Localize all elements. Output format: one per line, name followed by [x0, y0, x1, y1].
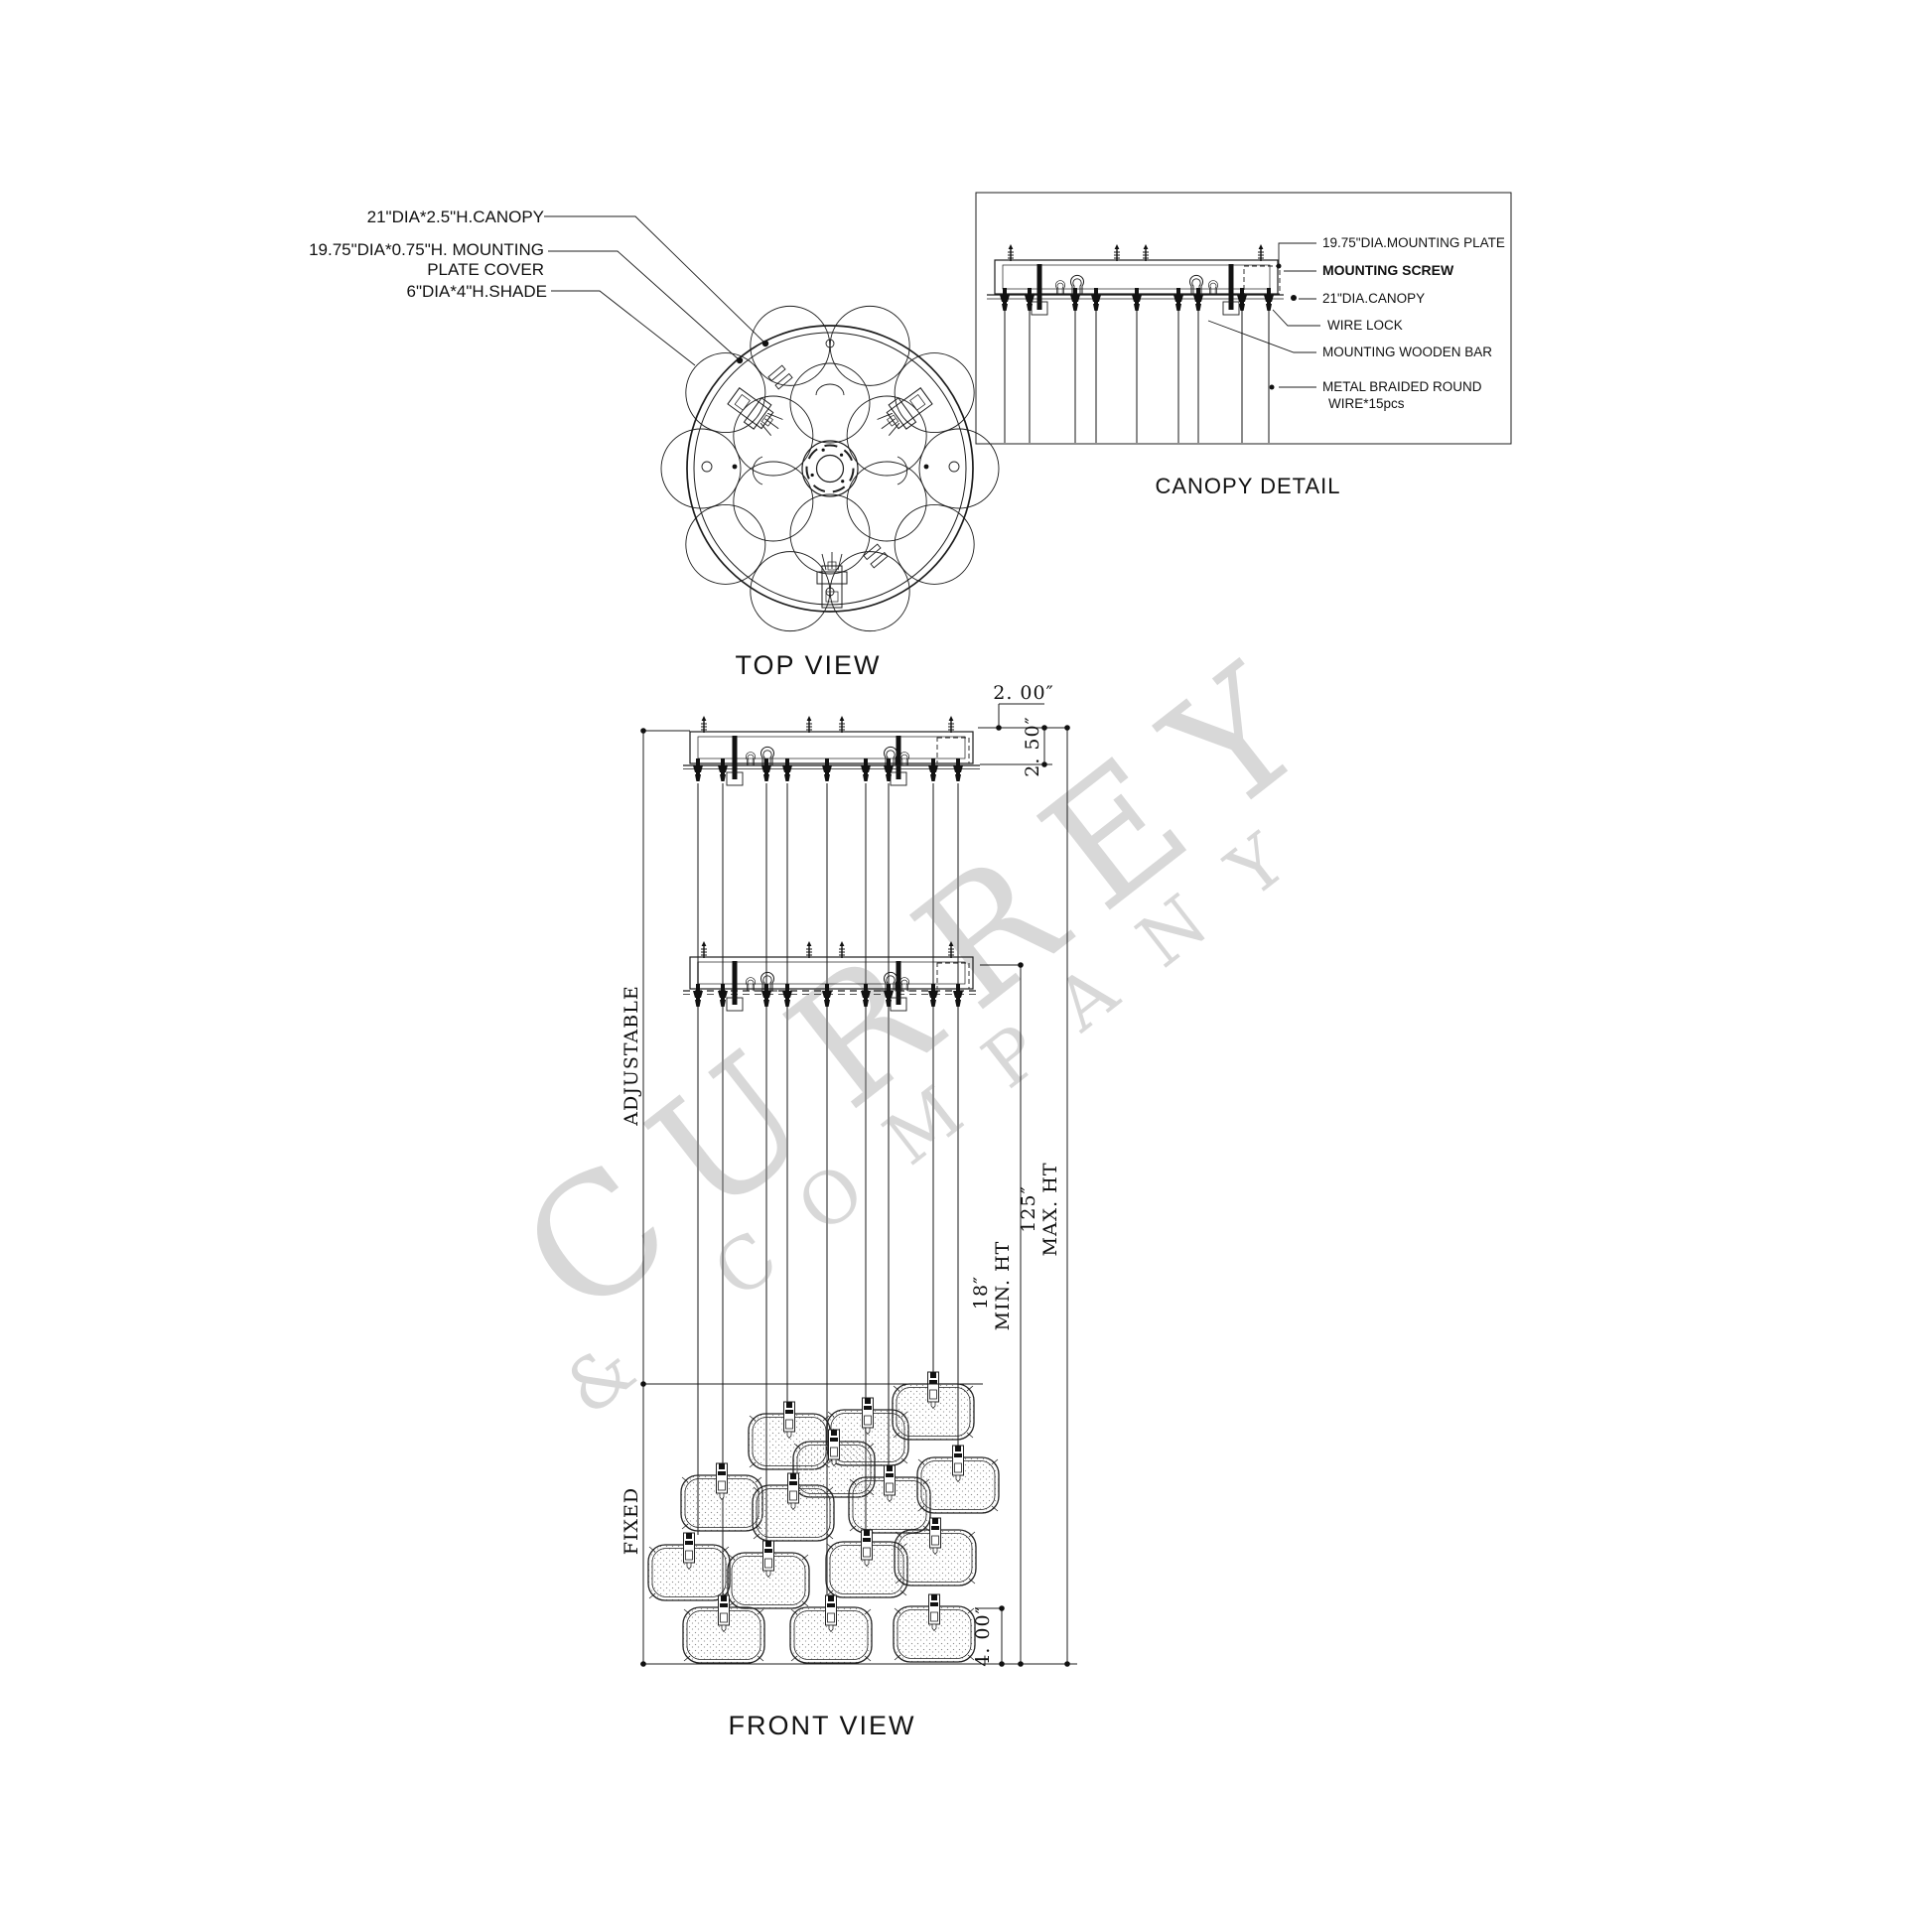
dim-fixed: FIXED [621, 1487, 642, 1555]
shade-circle [789, 493, 871, 575]
socket-assembly [816, 552, 848, 609]
shade-circle [733, 395, 814, 477]
dim-4-00: 4. 00″ [972, 1605, 994, 1666]
socket-assembly [877, 387, 933, 436]
label-wooden-bar: MOUNTING WOODEN BAR [1322, 345, 1492, 359]
wire-clip [767, 364, 793, 390]
shade-circle [750, 305, 831, 386]
label-mounting-plate-cover-1: 19.75"DIA*0.75"H. MOUNTING [309, 240, 544, 259]
canopy-bar [683, 715, 980, 786]
wire-clip [863, 543, 889, 569]
label-canopy-dia: 21"DIA.CANOPY [1322, 291, 1425, 306]
top-view-annotations: 21"DIA*2.5"H.CANOPY 19.75"DIA*0.75"H. MO… [309, 207, 881, 680]
shade-circle [660, 428, 742, 509]
label-mounting-plate: 19.75"DIA.MOUNTING PLATE [1322, 235, 1505, 250]
shade-circle [918, 428, 1000, 509]
canopy-bar-adjustable [683, 940, 980, 1012]
dim-max-value: 125″ [1018, 1185, 1039, 1232]
label-braided-wire-1: METAL BRAIDED ROUND [1322, 379, 1482, 394]
front-view-title: FRONT VIEW [728, 1711, 915, 1740]
socket-assembly [727, 387, 783, 436]
shade-circle [829, 305, 910, 386]
canopy-detail-title: CANOPY DETAIL [1155, 474, 1340, 498]
top-view-drawing [544, 215, 1000, 632]
dim-min-label: MIN. HT [992, 1241, 1014, 1331]
label-shade-size: 6"DIA*4"H.SHADE [406, 282, 547, 301]
shade-circle [733, 461, 814, 542]
watermark-line1: CURREY [488, 610, 1365, 1353]
shade-circle [846, 461, 927, 542]
shade-circle [685, 503, 766, 585]
label-canopy-size: 21"DIA*2.5"H.CANOPY [367, 207, 544, 226]
canopy-detail-drawing [975, 192, 1512, 445]
shade-circle [789, 362, 871, 444]
dim-adjustable: ADJUSTABLE [621, 985, 642, 1126]
label-braided-wire-2: WIRE*15pcs [1328, 396, 1405, 411]
label-mounting-screw: MOUNTING SCREW [1322, 262, 1454, 278]
label-wire-lock: WIRE LOCK [1327, 318, 1403, 333]
shade-circle [894, 503, 975, 585]
dimensions [640, 703, 1077, 1667]
dim-min-value: 18″ [970, 1276, 992, 1310]
front-view-drawing [640, 703, 1077, 1667]
canopy-detail-annotations: 19.75"DIA.MOUNTING PLATE MOUNTING SCREW … [1155, 235, 1504, 498]
shade-circle [685, 352, 766, 434]
dim-max-label: MAX. HT [1039, 1162, 1061, 1256]
label-mounting-plate-cover-2: PLATE COVER [427, 260, 544, 279]
shade-circle [750, 551, 831, 632]
shade-circle [894, 352, 975, 434]
dim-2-00: 2. 00″ [993, 682, 1053, 704]
shade-circle [846, 395, 927, 477]
detail-frame [975, 192, 1512, 445]
top-view-title: TOP VIEW [735, 650, 881, 680]
front-view-annotations: 2. 00″ 2. 50″ ADJUSTABLE FIXED 18″ MIN. … [621, 682, 1061, 1740]
dim-2-50: 2. 50″ [1022, 716, 1043, 776]
